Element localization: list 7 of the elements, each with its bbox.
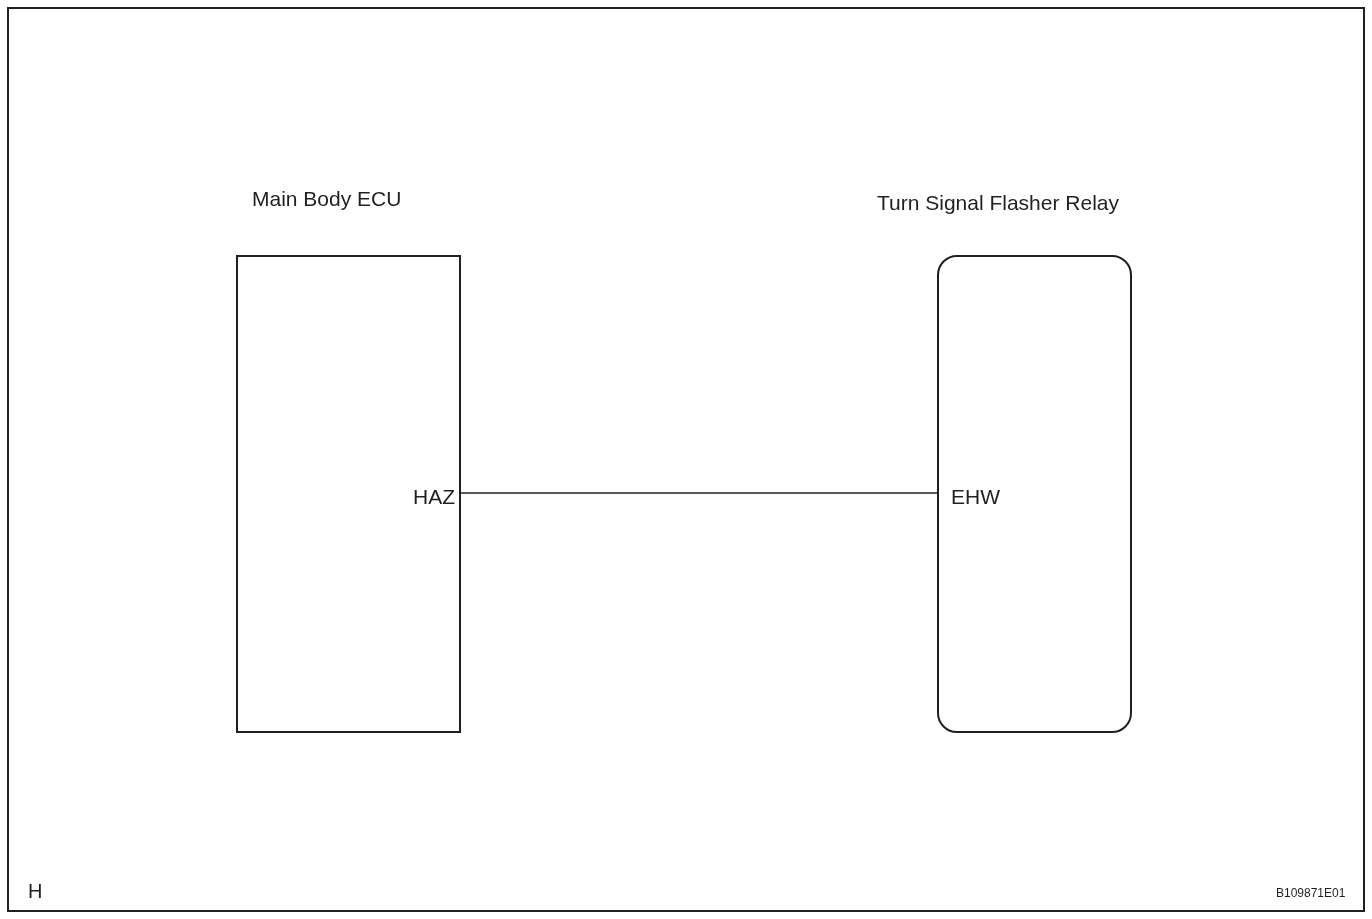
component-name: Main Body ECU (252, 187, 402, 211)
pin-name: EHW (951, 485, 1000, 509)
component-name: Turn Signal Flasher Relay (877, 191, 1119, 215)
figure-number: B109871E01 (1276, 886, 1346, 900)
wire (460, 492, 938, 494)
pin-name: HAZ (413, 485, 455, 509)
sheet-code: H (28, 880, 43, 903)
